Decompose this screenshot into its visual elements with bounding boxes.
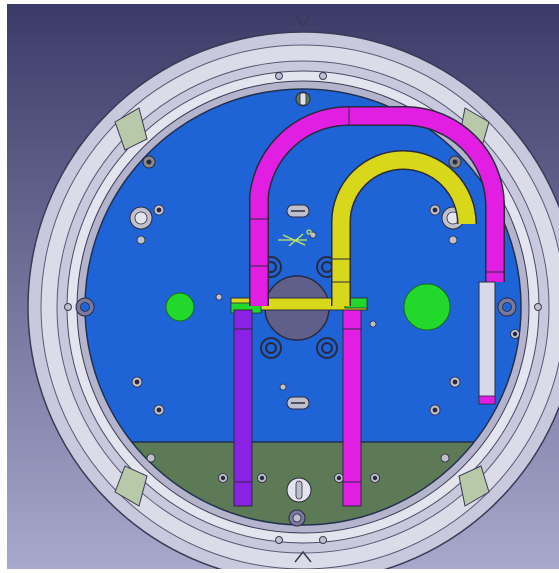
base-plate[interactable] [77, 84, 537, 569]
ring-hole [275, 536, 283, 544]
bracket-top-left[interactable] [114, 107, 148, 151]
bracket-bottom-right[interactable] [458, 465, 490, 507]
axis-compass-icon [278, 229, 312, 247]
corner-brackets[interactable] [114, 107, 490, 507]
ring-hole [275, 72, 283, 80]
bracket-bottom-left[interactable] [114, 465, 148, 507]
ring-hole [319, 72, 327, 80]
port-left[interactable] [165, 292, 195, 322]
housing-bottom-notch [294, 550, 312, 563]
tube-end-bar[interactable] [478, 281, 496, 405]
cad-3d-viewport[interactable] [7, 4, 559, 569]
tube-yellow[interactable] [331, 149, 477, 306]
plate-blue-region[interactable] [77, 84, 537, 444]
plate-fasteners [75, 91, 520, 527]
tube-magenta[interactable] [249, 105, 505, 306]
port-right[interactable] [403, 283, 451, 331]
housing-top-notch [294, 13, 312, 28]
ring-hole [534, 303, 542, 311]
cad-model-canvas[interactable] [7, 4, 559, 569]
tube-purple[interactable] [233, 309, 253, 507]
tube-magenta-vertical[interactable] [342, 309, 362, 507]
ring-hole [64, 303, 72, 311]
ring-hole [319, 536, 327, 544]
